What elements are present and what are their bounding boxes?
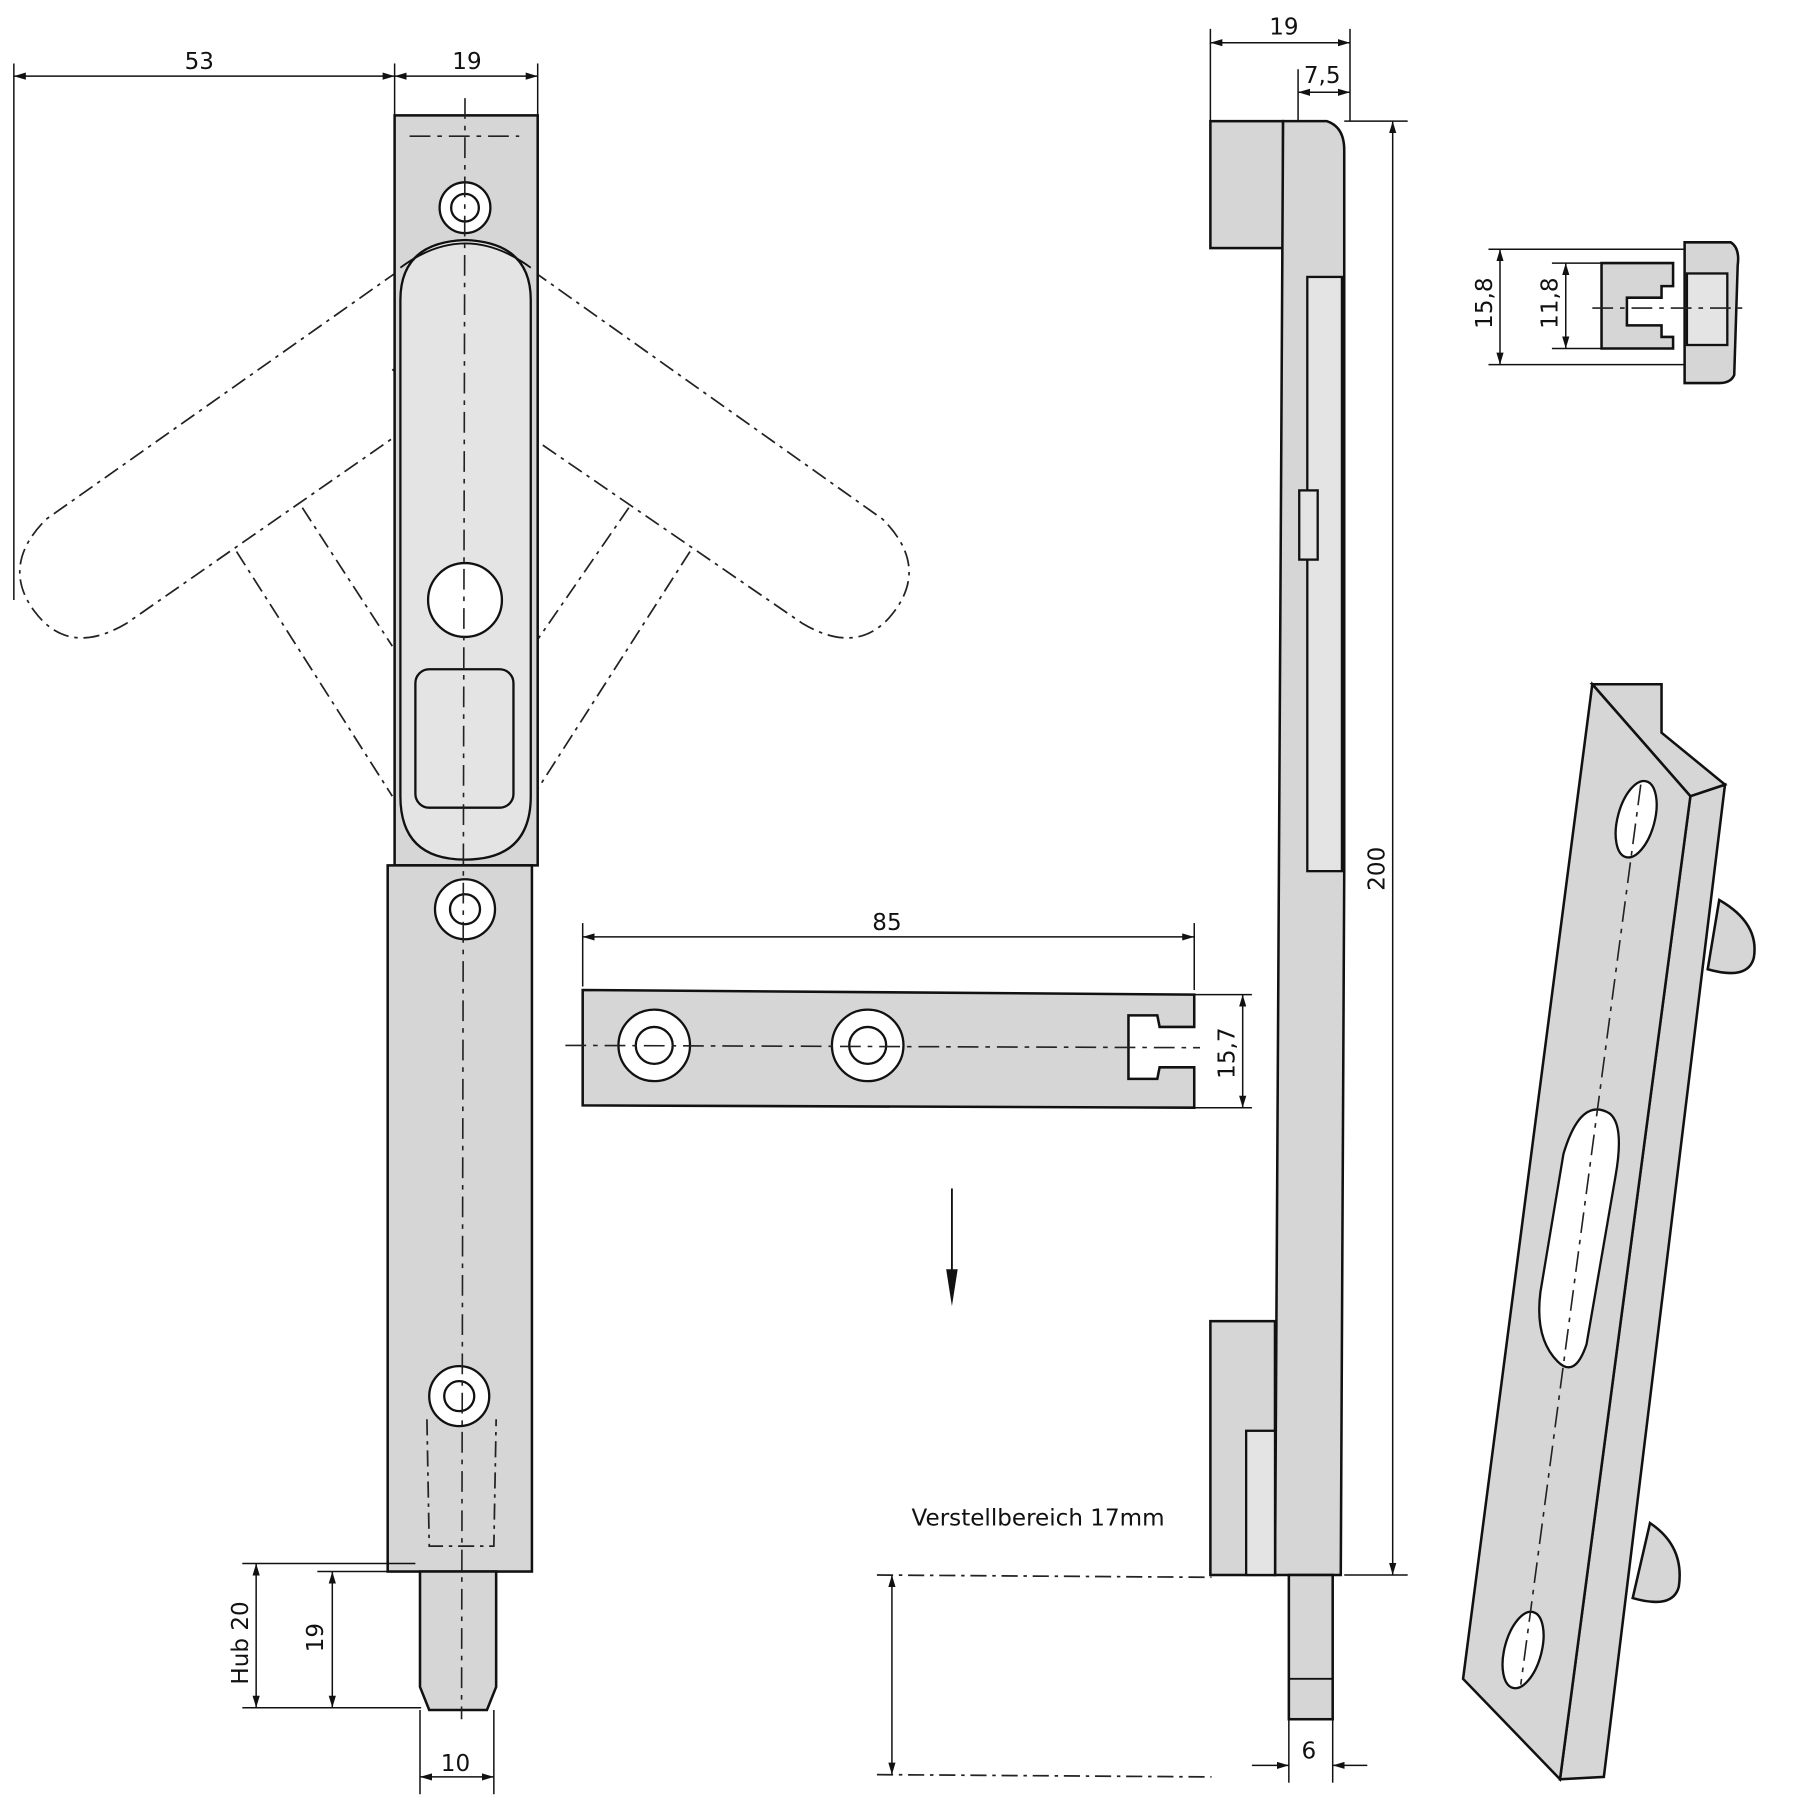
dim-side-width: 19 [1269,15,1298,41]
profile-channel [1600,261,1675,350]
bolt-housing-lower [386,864,534,1573]
dim-side-length: 200 [1365,847,1391,891]
dim-profile-inner: 11,8 [1538,277,1564,328]
profile-section: 15,8 11,8 [1472,241,1749,385]
iso-pin-top [1706,897,1756,975]
dim-handle-reach: 53 [185,49,214,75]
iso-screw-hole [1501,1610,1545,1690]
side-slot [1306,275,1344,873]
arrow-head-icon [946,1269,958,1307]
dim-bolt-travel: 19 [303,1623,329,1652]
bolt-pin [418,1570,498,1712]
side-top-block [1209,119,1285,250]
dim-keeper-length: 85 [872,910,901,936]
dim-side-offset: 7,5 [1304,63,1341,89]
iso-pin-bottom [1631,1521,1681,1604]
side-view: 19 7,5 200 6 Verstellbereich 17mm [876,15,1408,1783]
dim-front-width: 19 [452,49,481,75]
dim-keeper-height: 15,7 [1215,1027,1241,1078]
dim-profile-outer: 15,8 [1472,277,1498,328]
dim-bolt-width: 10 [441,1751,470,1777]
dim-pin-width: 6 [1302,1738,1317,1764]
handle-pivot [426,561,504,639]
iso-screw-hole [1614,779,1658,859]
isometric-view [1461,681,1756,1783]
adjustment-range-label: Verstellbereich 17mm [912,1505,1165,1531]
keeper-plate-view: 85 15,7 [565,910,1252,1307]
front-view: 53 19 Hub 20 19 10 [13,49,910,1795]
iso-slot [1538,1108,1620,1369]
side-pin [1287,1573,1334,1721]
dim-stroke: Hub 20 [228,1601,254,1684]
